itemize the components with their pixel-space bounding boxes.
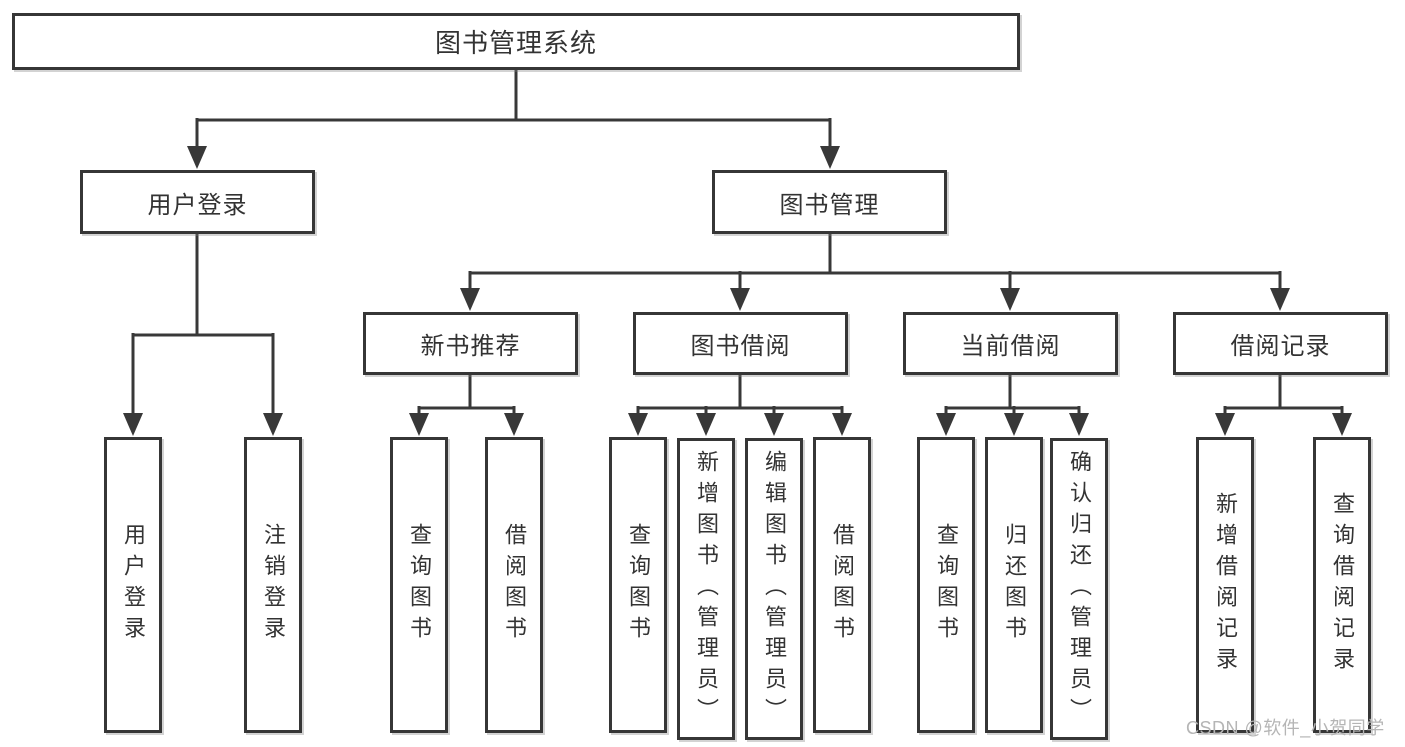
node-root: 图书管理系统 xyxy=(12,13,1020,70)
node-current-borrowing: 当前借阅 xyxy=(903,312,1118,375)
arrowhead-icon xyxy=(504,413,524,436)
leaf-logout: 注销登录 xyxy=(244,437,302,733)
node-book-management-label: 图书管理 xyxy=(779,191,880,219)
leaf-borrow-books: 借阅图书 xyxy=(485,437,543,733)
leaf-query-books: 查询图书 xyxy=(917,437,975,733)
leaf-borrow-books: 借阅图书 xyxy=(813,437,871,733)
arrowhead-icon xyxy=(1004,413,1024,436)
leaf-query-borrow-record-label: 查询借阅记录 xyxy=(1330,492,1355,678)
arrowhead-icon xyxy=(263,413,283,436)
arrowhead-icon xyxy=(409,413,429,436)
leaf-query-books-label: 查询图书 xyxy=(626,523,651,647)
leaf-add-borrow-record: 新增借阅记录 xyxy=(1196,437,1254,733)
leaf-add-borrow-record-label: 新增借阅记录 xyxy=(1213,492,1238,678)
leaf-query-books-label: 查询图书 xyxy=(407,523,432,647)
node-new-book-recommend-label: 新书推荐 xyxy=(420,333,521,360)
leaf-return-books-label: 归还图书 xyxy=(1002,523,1027,647)
leaf-edit-book-admin-label: 编辑图书（管理员） xyxy=(762,449,787,729)
leaf-borrow-books-label: 借阅图书 xyxy=(502,523,527,647)
node-user-login: 用户登录 xyxy=(80,170,315,234)
leaf-confirm-return-admin: 确认归还（管理员） xyxy=(1050,438,1108,740)
node-book-borrowing-label: 图书借阅 xyxy=(690,333,791,360)
leaf-edit-book-admin: 编辑图书（管理员） xyxy=(745,438,803,740)
node-book-borrowing: 图书借阅 xyxy=(633,312,848,375)
leaf-query-books-label: 查询图书 xyxy=(934,523,959,647)
node-current-borrowing-label: 当前借阅 xyxy=(960,333,1061,360)
arrowhead-icon xyxy=(1215,413,1235,436)
arrowhead-icon xyxy=(820,146,840,169)
leaf-borrow-books-label: 借阅图书 xyxy=(830,523,855,647)
leaf-add-book-admin: 新增图书（管理员） xyxy=(677,438,735,740)
arrowhead-icon xyxy=(936,413,956,436)
arrowhead-icon xyxy=(696,413,716,436)
leaf-logout-label: 注销登录 xyxy=(261,523,286,647)
arrowhead-icon xyxy=(730,288,750,311)
leaf-confirm-return-admin-label: 确认归还（管理员） xyxy=(1067,449,1092,729)
arrowhead-icon xyxy=(1069,413,1089,436)
leaf-query-books: 查询图书 xyxy=(390,437,448,733)
arrowhead-icon xyxy=(1270,288,1290,311)
leaf-return-books: 归还图书 xyxy=(985,437,1043,733)
node-root-label: 图书管理系统 xyxy=(434,28,597,58)
arrowhead-icon xyxy=(187,146,207,169)
node-book-management: 图书管理 xyxy=(712,170,947,234)
node-borrow-records-label: 借阅记录 xyxy=(1230,333,1331,360)
arrowhead-icon xyxy=(628,413,648,436)
leaf-user-login-label: 用户登录 xyxy=(121,523,146,647)
leaf-query-borrow-record: 查询借阅记录 xyxy=(1313,437,1371,733)
arrowhead-icon xyxy=(832,413,852,436)
arrowheads xyxy=(123,146,1352,436)
arrowhead-icon xyxy=(1000,288,1020,311)
arrowhead-icon xyxy=(460,288,480,311)
node-borrow-records: 借阅记录 xyxy=(1173,312,1388,375)
leaf-query-books: 查询图书 xyxy=(609,437,667,733)
node-user-login-label: 用户登录 xyxy=(147,191,248,219)
arrowhead-icon xyxy=(1332,413,1352,436)
leaf-user-login: 用户登录 xyxy=(104,437,162,733)
csdn-watermark: CSDN @软件_小贺同学 xyxy=(1186,718,1385,738)
leaf-add-book-admin-label: 新增图书（管理员） xyxy=(694,449,719,729)
arrowhead-icon xyxy=(764,413,784,436)
arrowhead-icon xyxy=(123,413,143,436)
node-new-book-recommend: 新书推荐 xyxy=(363,312,578,375)
